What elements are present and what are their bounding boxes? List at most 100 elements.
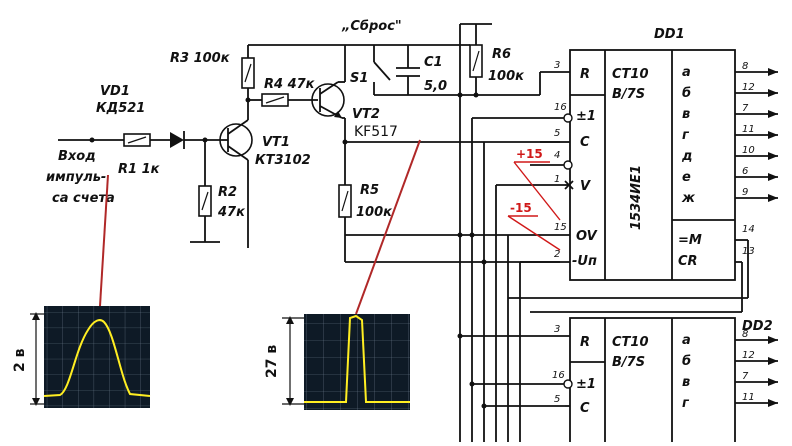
r2-value: 47к <box>217 205 246 220</box>
r6-label: R6 <box>492 47 511 62</box>
output-arrow <box>768 131 778 139</box>
output-arrow <box>768 399 778 407</box>
vd1-label: VD1 <box>100 84 130 99</box>
dd2-pm1-pin: ±1 <box>576 377 596 392</box>
r6-value: 100к <box>488 69 525 84</box>
reset-section: „Сброс" S1 C1 5,0 R6 100к <box>341 19 570 98</box>
dd1-ov-pin: OV <box>576 229 598 244</box>
bus-lines <box>345 24 570 442</box>
dd2-bcd-label: B/7S <box>612 355 645 370</box>
segment-pin: 8 <box>742 329 748 340</box>
segment-label: г <box>682 396 690 411</box>
input-label-2: импуль- <box>46 170 106 185</box>
dd1-ic-label: 1534ИЕ1 <box>629 165 644 230</box>
r1-label: R1 1к <box>118 162 161 177</box>
scope-1-waveform <box>43 319 151 397</box>
vd1-type: КД521 <box>96 101 145 116</box>
dd1-ct-label: CT10 <box>612 67 649 82</box>
vt1-label: VT1 <box>262 135 290 150</box>
segment-label: в <box>682 107 690 122</box>
minus15-label: -15 <box>510 201 532 215</box>
output-arrow <box>768 336 778 344</box>
segment-pin: 6 <box>742 166 748 177</box>
dd1-bcd-label: B/7S <box>612 87 645 102</box>
dd1-pin-1: 1 <box>554 174 560 185</box>
probe-line-1 <box>99 174 109 307</box>
output-arrow <box>768 357 778 365</box>
dd1-pin-2: 2 <box>554 249 560 260</box>
scope-1-label: 2 в <box>12 348 28 372</box>
segment-label: ж <box>681 191 696 206</box>
output-arrow <box>768 194 778 202</box>
vt2-type: KF517 <box>354 124 398 140</box>
segment-pin: 11 <box>742 392 755 403</box>
dd1-c-pin: C <box>580 135 590 150</box>
output-arrow <box>768 68 778 76</box>
segment-pin: 12 <box>742 82 755 93</box>
segment-pin: 10 <box>742 145 755 156</box>
dd1-pin-3: 3 <box>554 60 560 71</box>
output-arrow <box>768 173 778 181</box>
c1-value: 5,0 <box>424 79 447 94</box>
dd2-chip: DD2 CT10 B/7S R ±1 C 3 16 5 <box>552 317 773 446</box>
dd2-c-pin: C <box>580 401 590 416</box>
output-arrow <box>768 89 778 97</box>
r2-label: R2 <box>218 185 237 200</box>
segment-label: в <box>682 375 690 390</box>
dd2-pin-3: 3 <box>554 324 560 335</box>
output-arrow <box>768 152 778 160</box>
r5-value: 100к <box>356 205 393 220</box>
r3-label: R3 100к <box>170 51 231 66</box>
vt1-transistor: VT1 КТ3102 <box>219 100 311 248</box>
dd2-pin-5: 5 <box>554 394 560 405</box>
oscilloscope-1: 2 в <box>12 306 151 408</box>
segment-pin: 12 <box>742 350 755 361</box>
dd1-un-pin: -Uп <box>572 254 597 269</box>
c1-label: C1 <box>424 55 443 70</box>
dd1-chip: DD1 CT10 B/7S 1534ИЕ1 R ±1 C V OV -Uп =M… <box>507 27 755 313</box>
dd2-ct-label: CT10 <box>612 335 649 350</box>
output-2: б 12 <box>682 350 778 369</box>
dd1-v-pin: V <box>580 179 591 194</box>
input-label-3: са счета <box>52 191 115 206</box>
probe-line-2 <box>355 139 421 315</box>
segment-pin: 8 <box>742 61 748 72</box>
segment-pin: 7 <box>742 371 749 382</box>
scope-2-label: 27 в <box>264 345 280 378</box>
vt1-type: КТ3102 <box>255 153 311 168</box>
segment-pin: 9 <box>742 187 748 198</box>
dd1-pin-5: 5 <box>554 128 560 139</box>
dd1-pin-15: 15 <box>554 222 567 233</box>
output-5: д 10 <box>681 145 778 164</box>
segment-label: г <box>682 128 690 143</box>
output-4: г 11 <box>682 392 778 411</box>
dd1-pin-16: 16 <box>554 102 567 113</box>
r4-label: R4 47к <box>264 77 316 92</box>
input-label-1: Вход <box>58 149 96 164</box>
dd1-cr-pin: CR <box>678 254 698 269</box>
dd1-r-pin: R <box>580 67 590 82</box>
segment-pin: 11 <box>742 124 755 135</box>
segment-label: е <box>682 170 691 185</box>
reset-label: „Сброс" <box>341 19 402 34</box>
segment-label: б <box>682 354 691 369</box>
dd2-label: DD2 <box>742 319 773 334</box>
vd1-diode <box>170 132 184 148</box>
segment-label: а <box>682 65 691 80</box>
oscilloscope-2: 27 в <box>264 314 410 410</box>
segment-label: д <box>681 149 693 164</box>
dd2-pin-16: 16 <box>552 370 565 381</box>
vt2-section: R3 100к R4 47к VT2 KF517 R5 100к <box>170 44 560 263</box>
output-arrow <box>768 378 778 386</box>
output-arrow <box>768 110 778 118</box>
dd1-label: DD1 <box>654 27 685 42</box>
